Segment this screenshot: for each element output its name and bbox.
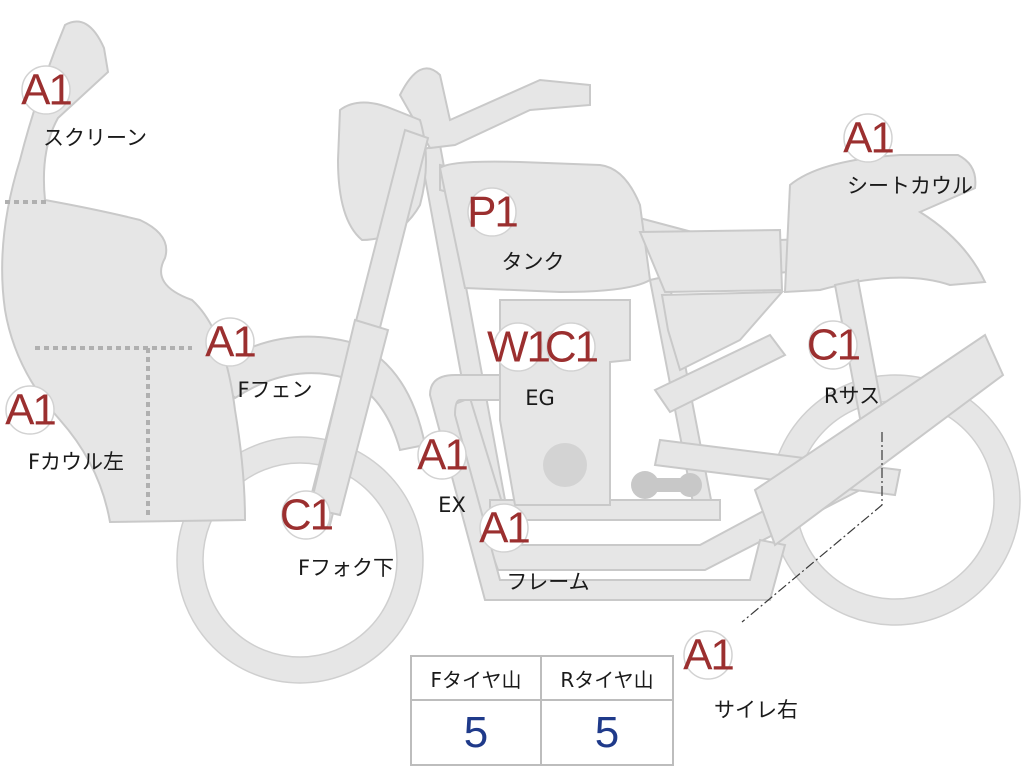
front-fork-lower-shape (308, 318, 390, 517)
grade-f-cowl-left-text: A1 (5, 386, 55, 435)
grade-seat-cowl-text: A1 (843, 114, 893, 163)
label-exhaust: EX (438, 493, 466, 517)
grade-engine-1-text: W1 (487, 323, 550, 372)
rear-tire-tread-header: Rタイヤ山 (542, 657, 672, 701)
grade-f-cowl-left: A1 (5, 385, 57, 435)
grade-screen-text: A1 (21, 66, 71, 115)
tire-tread-table: Fタイヤ山 Rタイヤ山 5 5 (410, 655, 674, 766)
grade-f-fender: A1 (205, 317, 257, 367)
grade-f-fork-lower-text: C1 (280, 491, 333, 540)
grade-engine-2-text: C1 (545, 323, 598, 372)
foot-peg-shape (631, 471, 702, 499)
label-screen: スクリーン (43, 126, 147, 150)
grade-screen: A1 (21, 65, 73, 115)
grade-engine-2: C1 (545, 322, 600, 372)
label-r-suspension: Rサス (824, 384, 880, 408)
label-f-fork-lower: Fフォク下 (298, 556, 394, 580)
grade-exhaust-text: A1 (417, 431, 467, 480)
label-f-fender: Fフェン (237, 378, 312, 402)
rear-tire-tread-value: 5 (594, 707, 620, 757)
silencer-shape (753, 333, 1005, 547)
grade-tank-text: P1 (467, 188, 517, 237)
grade-seat-cowl: A1 (843, 113, 895, 163)
front-wheel (176, 436, 424, 684)
grade-silencer-right: A1 (683, 630, 735, 680)
front-tire-tread-header: Fタイヤ山 (412, 657, 542, 701)
handlebar-shape (398, 67, 591, 150)
front-cowl-shape (1, 20, 247, 524)
label-f-cowl-left: Fカウル左 (28, 450, 124, 474)
label-engine: EG (525, 386, 555, 410)
grade-tank: P1 (467, 187, 519, 237)
grade-frame-text: A1 (479, 504, 529, 553)
grade-f-fender-text: A1 (205, 318, 255, 367)
front-tire-tread-value: 5 (412, 701, 542, 764)
grade-r-suspension-text: C1 (807, 321, 860, 370)
label-frame: フレーム (506, 570, 589, 594)
grade-f-fork-lower: C1 (280, 490, 335, 540)
grade-exhaust: A1 (417, 430, 469, 480)
grade-frame: A1 (479, 503, 531, 553)
seat-shape (638, 228, 784, 294)
grade-r-suspension: C1 (807, 320, 862, 370)
exhaust-pipe-shape (428, 374, 787, 601)
grade-engine-1: W1 (487, 322, 552, 372)
label-silencer-right: サイレ右 (714, 698, 798, 722)
label-tank: タンク (502, 250, 565, 274)
side-panel-shape (660, 290, 785, 372)
silencer-leader-line (741, 432, 883, 623)
label-seat-cowl: シートカウル (847, 174, 973, 198)
grade-silencer-right-text: A1 (683, 631, 733, 680)
